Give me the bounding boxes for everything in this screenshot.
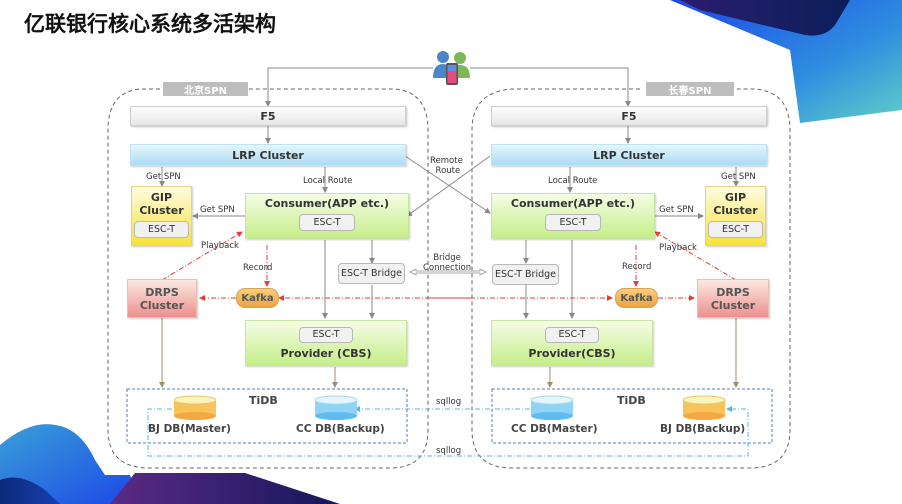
label-local-route-changchun: Local Route xyxy=(548,176,598,186)
f5-load-balancer-beijing: F5 xyxy=(130,106,406,126)
playback-left xyxy=(161,231,243,281)
bottom-left-dark-shape xyxy=(0,477,60,504)
drps-cluster-beijing: DRPS Cluster xyxy=(127,279,197,318)
label-local-route-beijing: Local Route xyxy=(303,176,353,186)
region-label-beijing: 北京SPN xyxy=(163,82,248,97)
label-playback-changchun: Playback xyxy=(659,243,697,253)
consumer-esc-t: ESC-T xyxy=(545,214,601,231)
drps-cluster-changchun: DRPS Cluster xyxy=(697,279,769,318)
drps-subtitle: Cluster xyxy=(139,298,185,312)
gip-esc-t: ESC-T xyxy=(708,221,763,238)
db-label-cc-master: CC DB(Master) xyxy=(511,423,598,435)
db-cylinder-bj-master xyxy=(173,395,217,420)
provider-cbs-changchun: ESC-T Provider(CBS) xyxy=(491,320,653,366)
db-label-bj-master: BJ DB(Master) xyxy=(148,423,231,435)
label-get-spn-side-changchun: Get SPN xyxy=(659,205,694,215)
gip-subtitle: Cluster xyxy=(713,204,758,217)
gip-esc-t: ESC-T xyxy=(134,221,189,238)
consumer-app-changchun: Consumer(APP etc.) ESC-T xyxy=(491,193,655,239)
db-cylinder-cc-backup xyxy=(314,395,358,420)
tidb-label-changchun: TiDB xyxy=(617,394,646,407)
label-sqllog-top: sqllog xyxy=(436,397,462,407)
esc-t-bridge-changchun: ESC-T Bridge xyxy=(492,264,559,285)
label-bridge-connection-line1: Bridge xyxy=(433,253,461,263)
db-cylinder-bj-backup xyxy=(682,395,726,420)
db-cylinder-cc-master xyxy=(530,395,574,420)
provider-esc-t: ESC-T xyxy=(545,326,599,343)
gip-cluster-changchun: GIP Cluster ESC-T xyxy=(705,186,766,246)
tidb-box-left xyxy=(126,388,408,444)
label-record-beijing: Record xyxy=(243,263,273,273)
drps-subtitle: Cluster xyxy=(710,298,756,312)
db-label-bj-backup: BJ DB(Backup) xyxy=(660,423,746,435)
user-to-f5-right xyxy=(470,67,631,107)
provider-title: Provider (CBS) xyxy=(280,346,372,360)
drps-title: DRPS xyxy=(145,285,179,299)
sqllog-bottom xyxy=(147,406,749,457)
label-remote-route-line2: Route xyxy=(435,166,461,176)
esc-t-bridge-beijing: ESC-T Bridge xyxy=(338,263,405,284)
kafka-beijing: Kafka xyxy=(236,288,279,308)
region-label-changchun: 长春SPN xyxy=(646,82,734,97)
remote-route-1 xyxy=(404,155,491,214)
consumer-title: Consumer(APP etc.) xyxy=(264,197,390,210)
lrp-cluster-changchun: LRP Cluster xyxy=(491,144,767,166)
tidb-label-beijing: TiDB xyxy=(249,394,278,407)
provider-esc-t: ESC-T xyxy=(299,326,353,343)
label-get-spn-top-beijing: Get SPN xyxy=(146,172,181,182)
f5-load-balancer-changchun: F5 xyxy=(491,106,767,126)
gip-title: GIP xyxy=(724,191,747,204)
db-label-cc-backup: CC DB(Backup) xyxy=(296,423,385,435)
kafka-changchun: Kafka xyxy=(615,288,658,308)
page-title: 亿联银行核心系统多活架构 xyxy=(24,12,276,36)
tidb-box-right xyxy=(491,388,773,444)
user-with-phone-icon xyxy=(433,51,470,85)
provider-cbs-beijing: ESC-T Provider (CBS) xyxy=(245,320,407,366)
playback-right xyxy=(654,231,737,281)
label-record-changchun: Record xyxy=(622,262,652,272)
drps-title: DRPS xyxy=(716,285,750,299)
gip-cluster-beijing: GIP Cluster ESC-T xyxy=(131,186,192,246)
remote-route-2 xyxy=(406,155,491,217)
bottom-purple-shape xyxy=(110,473,340,504)
lrp-cluster-beijing: LRP Cluster xyxy=(130,144,406,166)
gip-subtitle: Cluster xyxy=(139,204,184,217)
label-remote-route: Remote Route xyxy=(430,156,463,176)
region-outline-beijing xyxy=(107,88,429,469)
region-outline-changchun xyxy=(471,88,791,469)
user-to-f5-left xyxy=(265,67,433,107)
gip-title: GIP xyxy=(150,191,173,204)
provider-title: Provider(CBS) xyxy=(528,346,616,360)
label-sqllog-bottom: sqllog xyxy=(436,446,462,456)
label-get-spn-side-beijing: Get SPN xyxy=(200,205,235,215)
label-playback-beijing: Playback xyxy=(201,241,239,251)
consumer-title: Consumer(APP etc.) xyxy=(510,197,636,210)
label-bridge-connection: Bridge Connection xyxy=(423,253,471,273)
bridge-connection-arrow xyxy=(408,268,488,276)
consumer-esc-t: ESC-T xyxy=(299,214,355,231)
consumer-app-beijing: Consumer(APP etc.) ESC-T xyxy=(245,193,409,239)
label-get-spn-top-changchun: Get SPN xyxy=(721,172,756,182)
top-right-shape xyxy=(670,0,902,123)
top-right-dark-shape xyxy=(680,0,850,36)
label-remote-route-line1: Remote xyxy=(430,156,463,166)
label-bridge-connection-line2: Connection xyxy=(423,263,472,273)
